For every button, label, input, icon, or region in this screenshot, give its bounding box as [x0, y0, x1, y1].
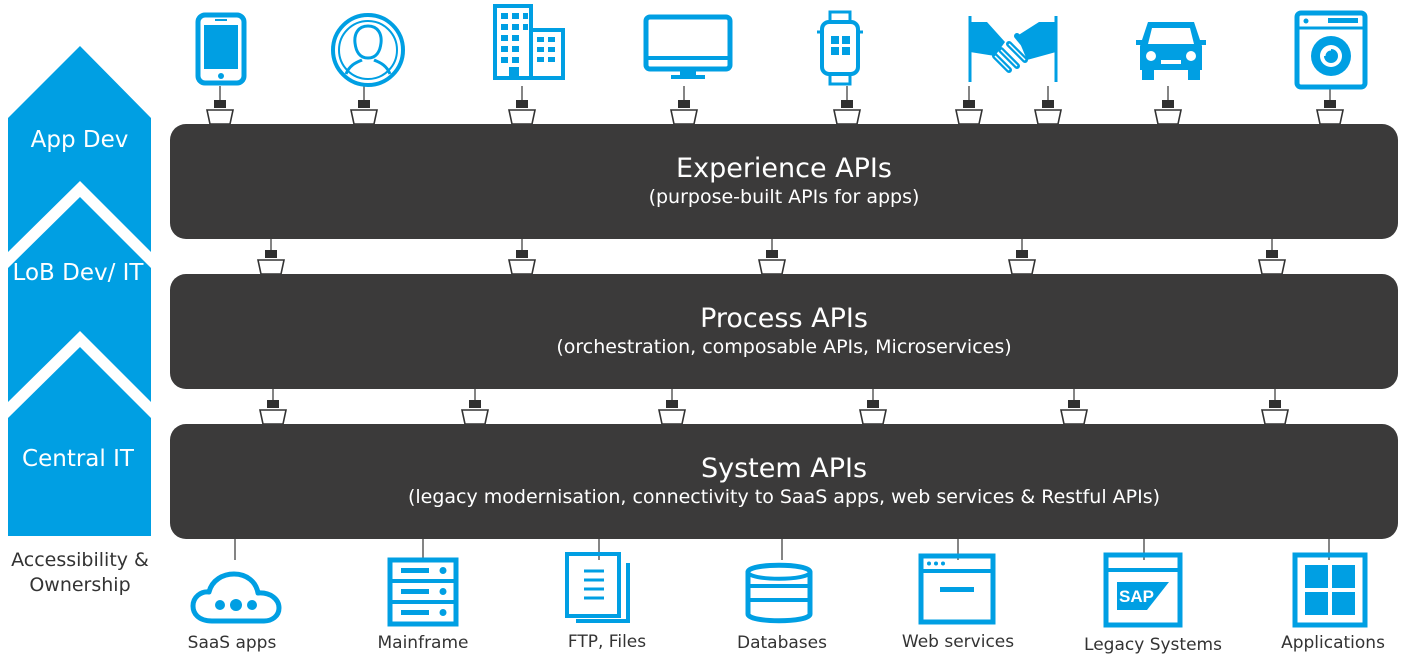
- connector-cap: [1324, 100, 1336, 108]
- level-app-dev: App Dev: [30, 127, 129, 153]
- connector-plug: [461, 409, 489, 425]
- system-label-applications: Applications: [1281, 633, 1385, 653]
- browser-window-icon: [918, 553, 996, 625]
- connector-cap: [267, 400, 279, 408]
- sap-icon: SAP: [1103, 552, 1183, 628]
- connector-plug: [1154, 109, 1182, 125]
- layer-subtitle: (purpose-built APIs for apps): [648, 186, 920, 208]
- connector-cap: [963, 100, 975, 108]
- connector-plug: [508, 259, 536, 275]
- connector-cap: [469, 400, 481, 408]
- connector-cap: [766, 250, 778, 258]
- connector-cap: [678, 100, 690, 108]
- connector-plug: [758, 259, 786, 275]
- system-label-web-services: Web services: [901, 632, 1015, 652]
- system-label-databases: Databases: [737, 633, 827, 653]
- connector-cap: [516, 250, 528, 258]
- connector-plug: [206, 109, 234, 125]
- connector-plug: [1060, 409, 1088, 425]
- connector-plug: [833, 109, 861, 125]
- process-apis-layer: Process APIs (orchestration, composable …: [170, 274, 1398, 389]
- connector-plug: [350, 109, 378, 125]
- connector-plug: [1316, 109, 1344, 125]
- connector-cap: [1016, 250, 1028, 258]
- connector-plug: [508, 109, 536, 125]
- server-icon: [387, 557, 459, 627]
- car-icon: [1136, 22, 1206, 80]
- system-apis-layer: System APIs (legacy modernisation, conne…: [170, 424, 1398, 539]
- connector-plug: [658, 409, 686, 425]
- office-building-icon: [493, 4, 565, 80]
- desktop-monitor-icon: [643, 14, 733, 79]
- connector-plug: [259, 409, 287, 425]
- layer-title: Process APIs: [700, 303, 868, 334]
- connector-cap: [1269, 400, 1281, 408]
- connector-cap: [265, 250, 277, 258]
- database-icon: [745, 562, 813, 624]
- connector-plug: [1258, 259, 1286, 275]
- accessibility-chevrons: [8, 46, 151, 536]
- level-central-it: Central IT: [22, 446, 134, 472]
- connector-cap: [1042, 100, 1054, 108]
- connector-plug: [1261, 409, 1289, 425]
- cloud-icon: [190, 571, 282, 624]
- system-label-saas: SaaS apps: [187, 633, 277, 653]
- layer-title: Experience APIs: [676, 153, 892, 184]
- connector-cap: [666, 400, 678, 408]
- files-icon: [565, 552, 630, 623]
- connector-cap: [358, 100, 370, 108]
- connector-cap: [867, 400, 879, 408]
- connector-cap: [1266, 250, 1278, 258]
- connector-plug: [1008, 259, 1036, 275]
- system-label-legacy: Legacy Systems: [1084, 635, 1222, 655]
- applications-grid-icon: [1292, 552, 1368, 628]
- connector-cap: [214, 100, 226, 108]
- layer-subtitle: (legacy modernisation, connectivity to S…: [407, 486, 1161, 508]
- connector-cap: [1068, 400, 1080, 408]
- system-label-mainframe: Mainframe: [377, 633, 469, 653]
- chevron-app-dev: [8, 46, 151, 252]
- chevron-central-it: [8, 347, 151, 536]
- connector-cap: [516, 100, 528, 108]
- connector-cap: [1162, 100, 1174, 108]
- connector-plug: [859, 409, 887, 425]
- accessibility-ownership-label: Accessibility & Ownership: [11, 549, 149, 596]
- washing-machine-icon: [1294, 10, 1368, 90]
- level-lob-dev: LoB Dev/ IT: [12, 260, 144, 286]
- connector-plug: [955, 109, 983, 125]
- chevron-lob-dev: [8, 197, 151, 402]
- system-label-ftp: FTP, Files: [567, 632, 647, 652]
- experience-apis-layer: Experience APIs (purpose-built APIs for …: [170, 124, 1398, 239]
- layer-subtitle: (orchestration, composable APIs, Microse…: [556, 336, 1012, 358]
- smartwatch-icon: [817, 10, 863, 86]
- connector-plug: [257, 259, 285, 275]
- connector-plug: [670, 109, 698, 125]
- smartphone-icon: [195, 12, 247, 86]
- sap-logo-text: SAP: [1119, 587, 1154, 606]
- layer-title: System APIs: [700, 453, 868, 484]
- connector-cap: [841, 100, 853, 108]
- handshake-icon: [968, 16, 1058, 82]
- person-icon: [331, 13, 405, 87]
- connector-plug: [1034, 109, 1062, 125]
